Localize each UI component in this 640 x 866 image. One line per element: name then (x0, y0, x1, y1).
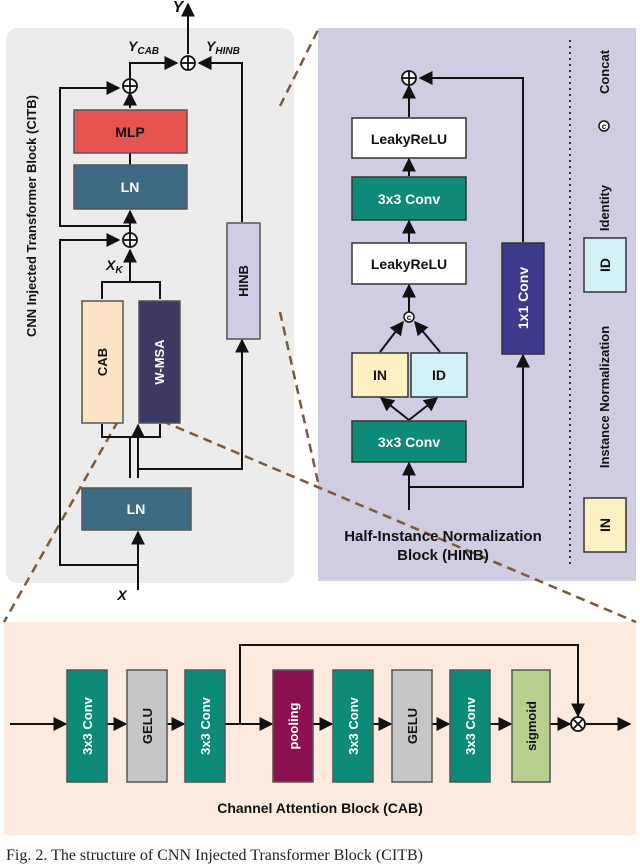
cab-gelu-block (126, 669, 168, 783)
cab-block-row: 3x3 Conv GELU 3x3 Conv pooling 3x3 Conv GELU 3… (66, 669, 551, 783)
y-cab-label: YCAB (128, 38, 159, 57)
cab-label: CAB (95, 348, 110, 376)
mlp-label: MLP (115, 124, 145, 140)
cab-arrows (10, 644, 632, 731)
svg-text:c: c (407, 313, 412, 322)
cab-pooling-label: pooling (286, 702, 301, 749)
x-k-label: XK (105, 257, 123, 276)
ln-top-block (73, 164, 188, 210)
in-block (351, 352, 409, 398)
legend-id-swatch (583, 237, 627, 293)
cab-conv-label: 3x3 Conv (80, 696, 95, 755)
wmsa-block (138, 300, 181, 424)
conv-1x1-block (501, 242, 545, 355)
cab-title: Channel Attention Block (CAB) (217, 800, 423, 816)
concat-icon: c (403, 311, 415, 323)
mlp-block (73, 109, 188, 154)
conv-mid-label: 3x3 Conv (378, 191, 440, 207)
ln-bottom-label: LN (127, 501, 146, 517)
cab-sigmoid-block (511, 669, 551, 783)
leakyrelu-mid-block (351, 242, 467, 285)
conv-1x1-label: 1x1 Conv (515, 267, 531, 329)
conv-bottom-block (351, 420, 467, 463)
add-icon (122, 232, 138, 248)
y-hinb-label: YHINB (206, 38, 240, 57)
ln-top-label: LN (121, 179, 140, 195)
cab-conv-block (449, 669, 491, 783)
leakyrelu-top-block (351, 117, 467, 159)
legend-concat-icon: c (598, 120, 610, 132)
figure-caption: Fig. 2. The structure of CNN Injected Tr… (6, 847, 423, 864)
cab-sigmoid-label: sigmoid (524, 701, 539, 751)
hinb-caption-line2: Block (HINB) (397, 547, 489, 564)
citb-title: CNN Injected Transformer Block (CITB) (24, 95, 39, 337)
leakyrelu-mid-label: LeakyReLU (371, 256, 447, 272)
cab-conv-block (66, 669, 108, 783)
legend-in-label: Instance Normalization (597, 326, 612, 468)
cab-block (81, 300, 124, 424)
legend-concat-label: Concat (597, 49, 612, 94)
legend-in-swatch (583, 497, 627, 553)
cab-conv-block (184, 669, 226, 783)
cab-pooling-block (272, 669, 314, 783)
conv-mid-block (351, 176, 467, 221)
wmsa-label: W-MSA (152, 339, 167, 385)
id-label: ID (432, 367, 446, 383)
hinb-small-label: HINB (236, 265, 251, 297)
legend-id-symbol: ID (597, 258, 613, 272)
add-icon (180, 55, 196, 71)
cab-gelu-label: GELU (140, 708, 155, 744)
citb-arrows (59, 2, 249, 590)
legend-in-symbol: IN (597, 518, 613, 532)
cab-conv-label: 3x3 Conv (346, 696, 361, 755)
id-block (410, 352, 468, 398)
add-icon (122, 78, 138, 94)
conv-bottom-label: 3x3 Conv (378, 434, 440, 450)
zoom-connectors (2, 29, 637, 624)
in-label: IN (373, 367, 387, 383)
legend-identity-label: Identity (597, 184, 612, 231)
add-icon (401, 70, 417, 86)
cab-conv-label: 3x3 Conv (198, 696, 213, 755)
input-x-label: X (116, 587, 128, 603)
hinb-caption-line1: Half-Instance Normalization (344, 528, 542, 545)
cab-gelu-block (391, 669, 433, 783)
cab-conv-label: 3x3 Conv (463, 696, 478, 755)
leakyrelu-top-label: LeakyReLU (371, 131, 447, 147)
hinb-arrows (379, 71, 530, 510)
ln-bottom-block (81, 487, 192, 531)
hinb-small-block (226, 222, 261, 340)
multiply-icon (570, 716, 586, 732)
output-y-label: Y (173, 0, 185, 16)
cab-gelu-label: GELU (405, 708, 420, 744)
svg-text:c: c (602, 122, 607, 131)
cab-conv-block (332, 669, 374, 783)
